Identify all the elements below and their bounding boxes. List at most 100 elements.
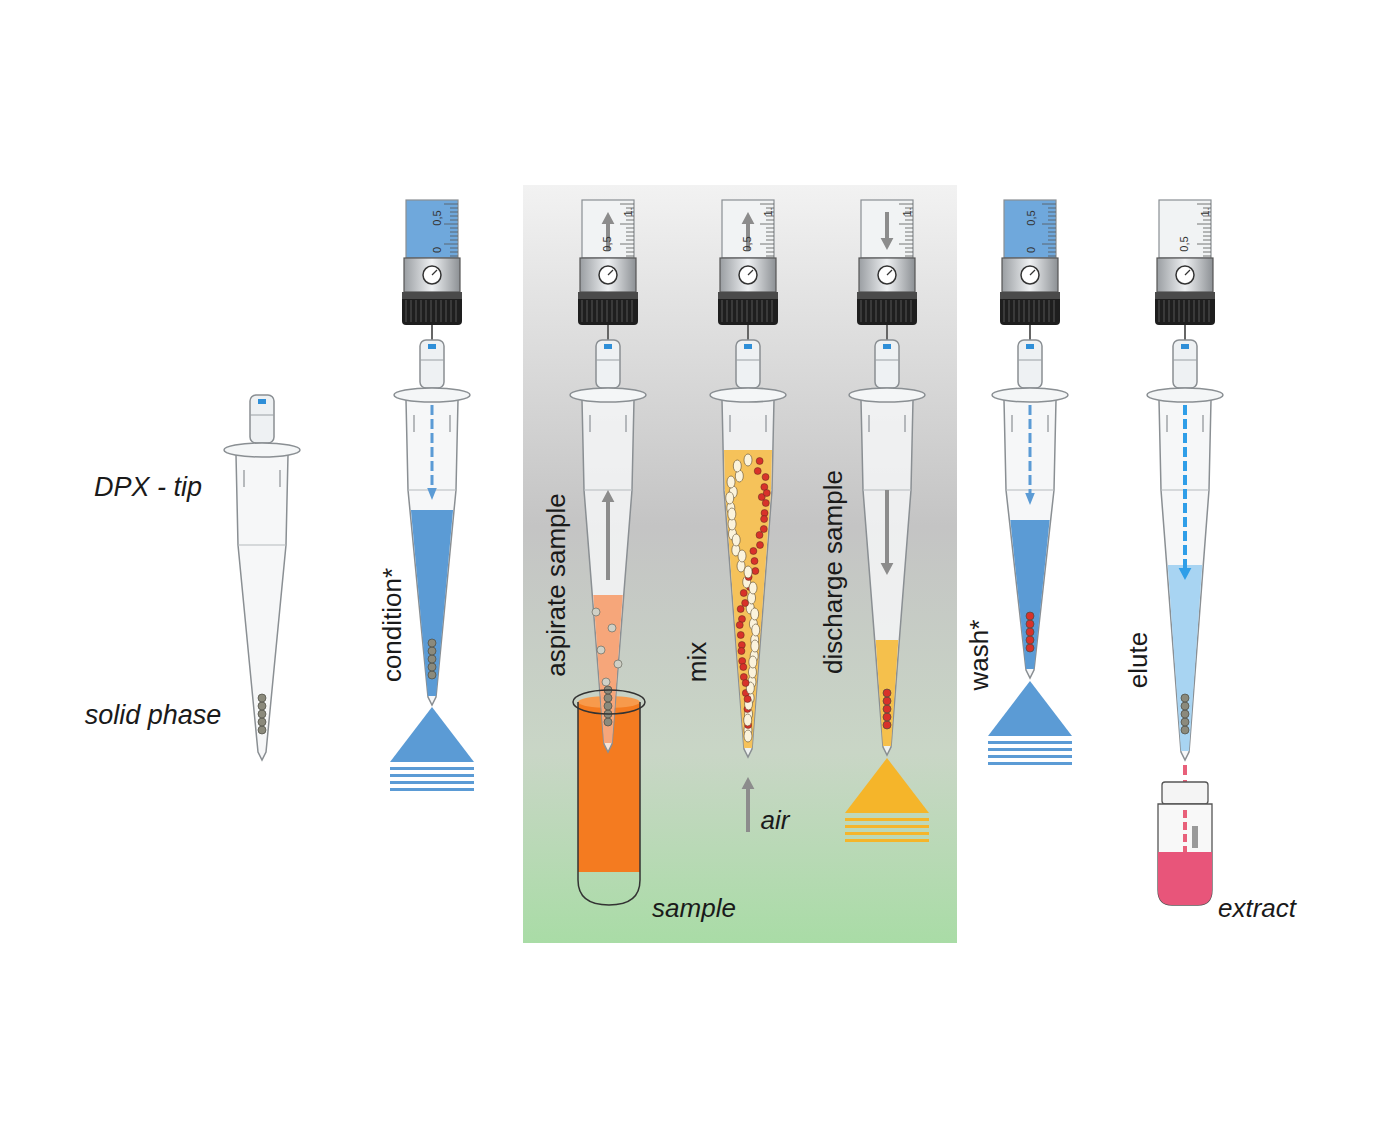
scale-tick — [899, 244, 913, 245]
sorbent-bead — [258, 694, 266, 702]
tip-cap-mark — [604, 344, 612, 349]
spray-line — [988, 748, 1072, 751]
scale-tick — [766, 232, 774, 233]
knob-knurl — [747, 300, 748, 322]
tip-cap-line — [1018, 360, 1042, 361]
scale-tick — [1197, 204, 1211, 205]
step-label: sample — [652, 894, 736, 923]
scale-tick — [1048, 228, 1056, 229]
sorbent-bead — [1181, 710, 1189, 718]
knob-knurl — [1199, 300, 1200, 322]
step-label: extract — [1218, 894, 1296, 923]
scale-tick — [905, 248, 913, 249]
knob-knurl — [767, 300, 768, 322]
air-bubble — [744, 566, 752, 578]
knob-rim — [578, 292, 638, 299]
sorbent-bead — [1181, 702, 1189, 710]
syringe-coupler — [404, 258, 460, 292]
scale-number: 0,5 — [601, 236, 613, 251]
scale-tick — [1048, 208, 1056, 209]
syringe-dial — [739, 266, 757, 284]
air-bubble — [751, 640, 759, 652]
scale-tick — [444, 204, 458, 205]
scale-tick — [766, 220, 774, 221]
scale-tick — [1203, 256, 1211, 257]
sorbent-bead — [1181, 718, 1189, 726]
scale-tick — [766, 252, 774, 253]
tip-cap — [736, 340, 760, 388]
step-label: wash* — [965, 620, 994, 691]
spray-line — [390, 767, 474, 770]
mixing-bead — [740, 664, 747, 671]
flow-arrow-head — [602, 212, 615, 224]
tip-rib — [449, 415, 451, 432]
syringe-knob — [718, 292, 778, 325]
tip-flange — [394, 388, 470, 402]
extract-liquid — [1158, 852, 1212, 905]
knob-knurl — [911, 300, 912, 322]
tip-rib — [279, 470, 281, 487]
knob-knurl — [1164, 300, 1165, 322]
scale-tick — [1048, 248, 1056, 249]
scale-tick — [444, 244, 458, 245]
knob-knurl — [1024, 300, 1025, 322]
air-bubble — [733, 460, 741, 472]
sorbent-bead — [883, 713, 891, 721]
knob-knurl — [1179, 300, 1180, 322]
sorbent-bead — [604, 694, 612, 702]
knob-knurl — [1029, 300, 1030, 322]
eluate-stream — [1183, 810, 1187, 852]
air-bubble — [738, 550, 746, 562]
tip-cap — [250, 395, 274, 443]
tip-rib — [765, 415, 767, 432]
sorbent-bead — [258, 726, 266, 734]
air-bubble — [744, 730, 752, 742]
air-bubble — [726, 492, 734, 504]
tip-rib — [413, 415, 415, 432]
spray-line — [390, 781, 474, 784]
scale-tick — [1203, 248, 1211, 249]
mixing-bead — [737, 606, 744, 613]
syringe-barrel — [582, 200, 634, 258]
air-bubble — [727, 476, 735, 488]
air-bubble — [751, 608, 759, 620]
tip-flange — [570, 388, 646, 402]
tip-rib — [243, 470, 245, 487]
scale-tick — [1048, 216, 1056, 217]
syringe-coupler — [1157, 258, 1213, 292]
knob-knurl — [1019, 300, 1020, 322]
tip-cap-mark — [1026, 344, 1034, 349]
tip-body — [236, 455, 288, 760]
floating-bead — [608, 624, 616, 632]
scale-tick — [1042, 224, 1056, 225]
scale-number: 0,5 — [431, 210, 443, 225]
scale-tick — [450, 208, 458, 209]
air-bubble — [749, 582, 757, 594]
knob-knurl — [722, 300, 723, 322]
liquid — [411, 510, 453, 696]
sorbent-bead — [1026, 620, 1034, 628]
scale-tick — [899, 224, 913, 225]
mixing-bead — [750, 548, 757, 555]
flow-arrow-head — [1179, 568, 1192, 580]
knob-knurl — [886, 300, 887, 322]
mixing-bead — [742, 680, 749, 687]
sorbent-bead — [1181, 694, 1189, 702]
knob-knurl — [742, 300, 743, 322]
knob-knurl — [1204, 300, 1205, 322]
knob-knurl — [866, 300, 867, 322]
tip-cap-mark — [1181, 344, 1189, 349]
scale-tick — [1203, 220, 1211, 221]
spray-line — [845, 832, 929, 835]
sorbent-bead — [883, 689, 891, 697]
scale-tick — [1042, 244, 1056, 245]
scale-tick — [1048, 256, 1056, 257]
tip-body — [1159, 400, 1211, 760]
scale-tick — [1048, 236, 1056, 237]
tip-flange — [710, 388, 786, 402]
tip-rib — [1047, 415, 1049, 432]
knob-knurl — [891, 300, 892, 322]
syringe-coupler — [859, 258, 915, 292]
knob-rim — [718, 292, 778, 299]
